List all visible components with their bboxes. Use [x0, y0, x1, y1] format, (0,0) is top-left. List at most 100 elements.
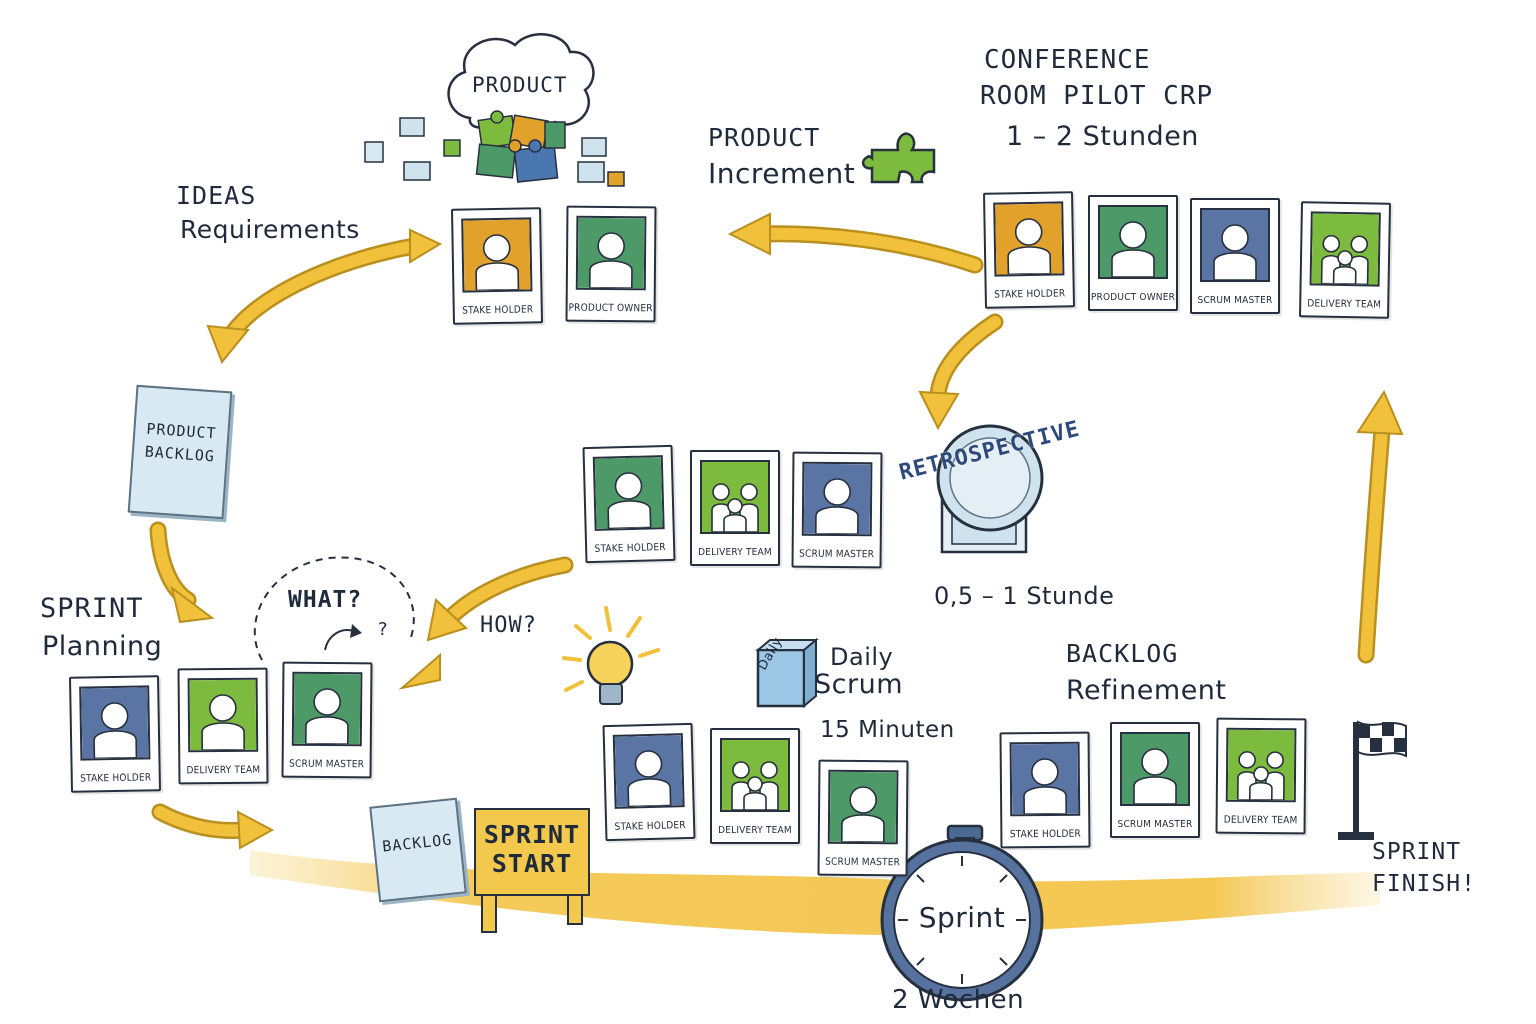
role-card: SCRUM MASTER — [817, 759, 909, 877]
role-photo — [575, 215, 647, 291]
arrow-finish-to-crp — [1356, 389, 1404, 664]
role-card: SCRUM MASTER — [791, 451, 883, 569]
role-caption: SCRUM MASTER — [825, 856, 901, 869]
role-card: STAKE HOLDER — [602, 722, 696, 842]
person-avatar-icon — [1202, 210, 1268, 280]
role-caption: PRODUCT OWNER — [568, 302, 653, 315]
stopwatch-icon — [880, 824, 1044, 1002]
sprint-finish-line1: SPRINT — [1372, 839, 1462, 865]
backlog-doc-icon: BACKLOG — [369, 797, 467, 903]
arrow-backlog-to-planning — [149, 521, 215, 624]
role-card: STAKE HOLDER — [999, 731, 1091, 849]
role-photo — [187, 677, 259, 753]
person-avatar-icon — [463, 219, 531, 291]
role-card: DELIVERY TEAM — [177, 667, 269, 785]
team-avatar-icon — [702, 462, 768, 532]
role-caption: SCRUM MASTER — [1197, 295, 1273, 306]
role-photo — [827, 769, 899, 845]
role-photo — [1120, 732, 1190, 806]
role-photo — [1225, 727, 1297, 803]
stopwatch-label: Sprint — [918, 901, 1006, 934]
role-caption: STAKE HOLDER — [80, 772, 152, 785]
sprint-finish-line2: FINISH! — [1372, 871, 1476, 897]
retro-duration: 0,5 – 1 Stunde — [934, 582, 1115, 610]
role-card: PRODUCT OWNER — [565, 205, 657, 323]
team-avatar-icon — [1311, 213, 1379, 285]
role-photo — [291, 671, 363, 747]
role-photo — [801, 461, 873, 537]
sprint-duration: 2 Wochen — [892, 985, 1025, 1015]
conference-title-line1: CONFERENCE — [984, 45, 1151, 75]
role-card: STAKE HOLDER — [68, 675, 162, 793]
arrow-how-tip — [398, 652, 441, 690]
arrow-crp-to-retro — [918, 313, 1004, 431]
role-caption: DELIVERY TEAM — [698, 547, 772, 558]
role-photo — [1098, 205, 1168, 279]
role-photo — [592, 455, 665, 531]
conference-title-line2: ROOM PILOT CRP — [980, 81, 1214, 111]
lightbulb-icon — [562, 606, 660, 705]
person-avatar-icon — [594, 457, 663, 529]
person-avatar-icon — [1011, 743, 1079, 815]
role-caption: SCRUM MASTER — [289, 758, 365, 771]
person-avatar-icon — [293, 673, 361, 745]
role-card: DELIVERY TEAM — [1215, 717, 1307, 835]
sprint-start-sign: SPRINT START — [474, 808, 590, 896]
sprint-start-line1: SPRINT — [483, 820, 581, 849]
role-caption: STAKE HOLDER — [994, 288, 1066, 301]
product-backlog-doc-icon: PRODUCT BACKLOG — [127, 384, 233, 520]
role-caption: STAKE HOLDER — [462, 304, 534, 317]
role-photo — [1200, 208, 1270, 282]
role-photo — [1309, 211, 1381, 287]
product-cloud-label: PRODUCT — [472, 73, 568, 97]
conference-duration: 1 – 2 Stunden — [1006, 121, 1199, 152]
retro-mirror-icon — [936, 424, 1044, 554]
role-photo — [993, 201, 1065, 277]
role-card: SCRUM MASTER — [281, 661, 373, 779]
role-photo — [79, 685, 151, 761]
role-card: STAKE HOLDER — [582, 444, 676, 564]
refinement-line1: BACKLOG — [1066, 639, 1179, 668]
role-caption: DELIVERY TEAM — [1223, 814, 1298, 827]
role-card: SCRUM MASTER — [1190, 198, 1280, 314]
role-photo — [700, 460, 770, 534]
checkered-flag-icon — [1338, 720, 1407, 840]
role-card: DELIVERY TEAM — [1298, 201, 1392, 319]
daily-duration: 15 Minuten — [820, 717, 955, 743]
person-avatar-icon — [829, 771, 897, 843]
person-avatar-icon — [995, 203, 1063, 275]
person-avatar-icon — [1100, 207, 1166, 277]
product-increment-line2: Increment — [708, 157, 856, 190]
person-avatar-icon — [614, 735, 683, 807]
role-caption: STAKE HOLDER — [594, 542, 666, 555]
product-backlog-label: PRODUCT BACKLOG — [144, 419, 218, 465]
role-caption: SCRUM MASTER — [799, 548, 875, 561]
role-caption: PRODUCT OWNER — [1090, 292, 1176, 303]
role-card: STAKE HOLDER — [450, 207, 544, 325]
role-photo — [612, 733, 685, 809]
role-caption: DELIVERY TEAM — [718, 825, 792, 836]
arrow-ideas-to-backlog — [206, 228, 443, 364]
role-caption: STAKE HOLDER — [614, 820, 686, 833]
what-label: WHAT? — [288, 587, 363, 613]
role-photo — [1009, 741, 1081, 817]
role-caption: DELIVERY TEAM — [186, 764, 261, 777]
role-card: SCRUM MASTER — [1110, 722, 1200, 838]
role-card: PRODUCT OWNER — [1088, 195, 1178, 311]
role-card: STAKE HOLDER — [982, 191, 1076, 309]
person-avatar-icon — [189, 679, 257, 751]
person-avatar-icon — [1122, 734, 1188, 804]
sprint-path — [250, 850, 1380, 935]
role-photo — [720, 738, 790, 812]
sprint-start-line2: START — [491, 849, 573, 878]
sprint-planning-line1: SPRINT — [40, 593, 144, 624]
requirements-label: Requirements — [180, 215, 360, 244]
refinement-line2: Refinement — [1066, 675, 1227, 706]
person-avatar-icon — [803, 463, 871, 535]
what-thought-bubble — [253, 556, 415, 661]
role-caption: SCRUM MASTER — [1117, 819, 1193, 830]
role-caption: STAKE HOLDER — [1009, 828, 1081, 841]
arrow-retro-to-planning — [426, 556, 574, 642]
